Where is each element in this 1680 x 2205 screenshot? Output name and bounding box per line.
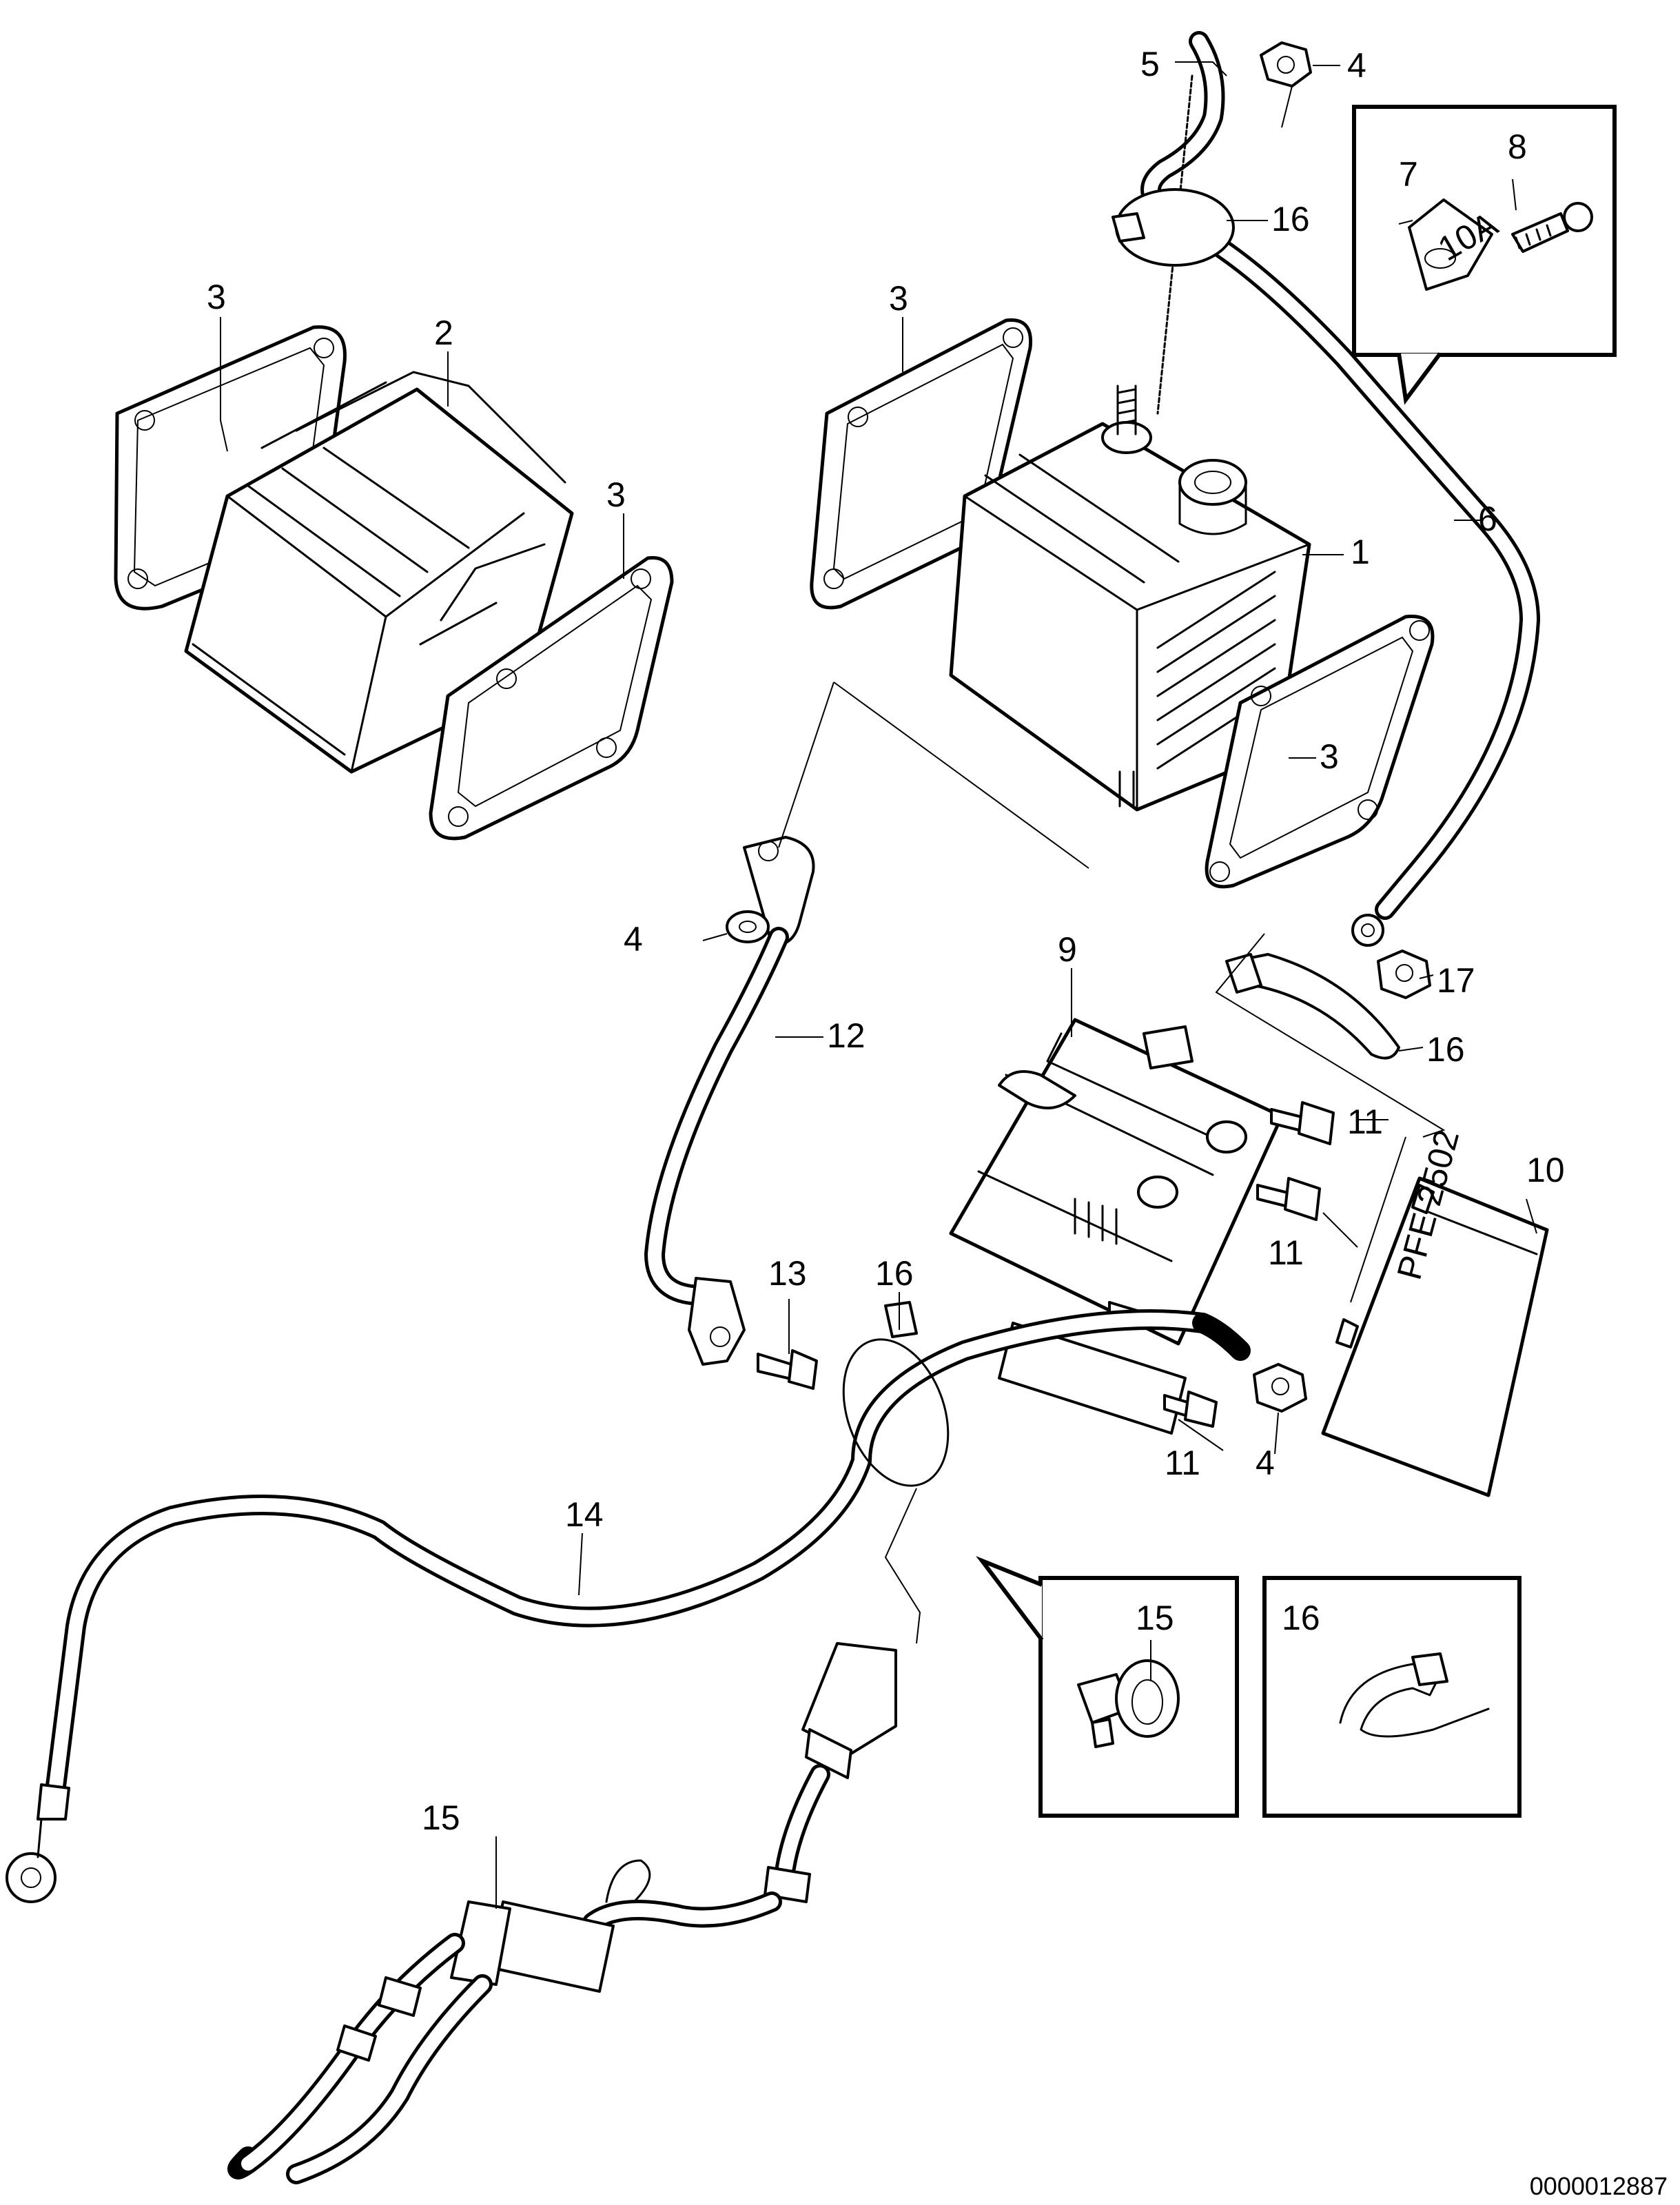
harness-15 <box>227 1642 897 2184</box>
callout-3-center-rear: 3 <box>889 279 908 318</box>
nut-4-top <box>1260 41 1312 88</box>
gasket-3-left-front <box>429 555 674 841</box>
callout-4-right: 4 <box>1256 1444 1275 1482</box>
leader-lines <box>220 61 1537 1909</box>
callout-labels: 5 4 8 7 16 6 1 3 3 2 3 3 4 12 9 17 16 11… <box>207 45 1565 1837</box>
callout-9: 9 <box>1058 930 1077 969</box>
callout-16-top: 16 <box>1271 200 1310 238</box>
callout-11-mid: 11 <box>1268 1233 1304 1272</box>
module-10: PFE 2502 <box>1321 1126 1549 1497</box>
inset-box-15 <box>976 1556 1239 1818</box>
cable-14 <box>6 1309 1251 1903</box>
clip-16-top <box>1112 188 1235 267</box>
callout-15-inset: 15 <box>1136 1599 1174 1637</box>
inset-box-7-8: 10A <box>1352 105 1617 405</box>
callout-8: 8 <box>1508 127 1527 166</box>
callout-12: 12 <box>827 1016 865 1055</box>
callout-3-left-rear: 3 <box>207 278 226 316</box>
document-number: 0000012887 <box>1530 2172 1668 2200</box>
nut-17 <box>1377 950 1431 999</box>
callout-3-center-front: 3 <box>1320 737 1339 776</box>
callout-17: 17 <box>1437 961 1475 1000</box>
callout-7: 7 <box>1399 155 1418 194</box>
callout-4-left: 4 <box>624 920 643 958</box>
clip-16-center <box>842 1301 950 1487</box>
callout-13: 13 <box>768 1254 807 1293</box>
callout-2: 2 <box>434 314 453 352</box>
callout-11-top: 11 <box>1347 1102 1383 1141</box>
callout-14: 14 <box>565 1495 604 1534</box>
callout-3-left-front: 3 <box>606 475 626 514</box>
callout-4-top: 4 <box>1347 46 1366 85</box>
bolt-13 <box>757 1349 818 1390</box>
cable-6 <box>1161 210 1540 947</box>
callout-15-harness: 15 <box>422 1798 460 1837</box>
callout-10: 10 <box>1526 1151 1565 1189</box>
nut-4-right <box>1253 1363 1307 1413</box>
callout-16-right: 16 <box>1426 1030 1465 1069</box>
callout-5: 5 <box>1140 45 1160 83</box>
control-unit-9 <box>949 1018 1284 1435</box>
clip-16-right <box>1225 953 1400 1060</box>
callout-6: 6 <box>1478 500 1497 538</box>
gasket-3-center-front <box>1205 615 1435 889</box>
inset-box-16 <box>1262 1576 1522 1818</box>
callout-16-center: 16 <box>875 1254 914 1293</box>
washer-4-left <box>726 910 770 943</box>
callout-16-inset: 16 <box>1282 1599 1320 1637</box>
cable-12 <box>644 836 815 1366</box>
callout-11-bottom: 11 <box>1165 1444 1200 1482</box>
callout-1: 1 <box>1351 533 1370 571</box>
